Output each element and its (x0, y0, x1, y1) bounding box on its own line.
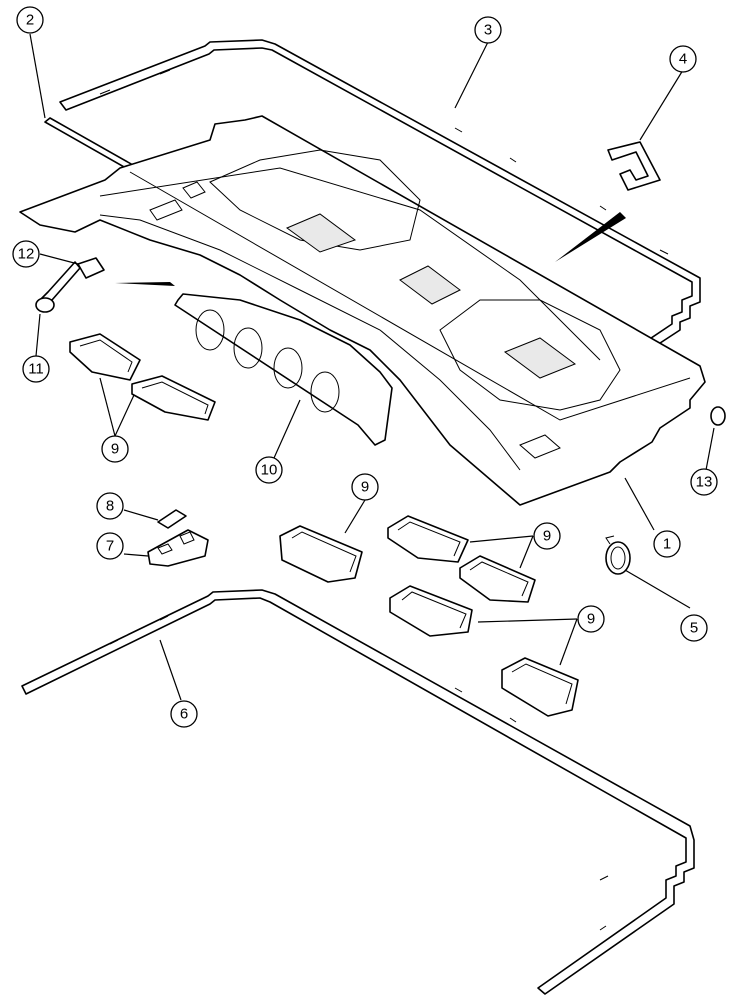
headliner-panel (19, 115, 706, 506)
callout-13-label: 13 (696, 474, 713, 491)
callout-9-left-label: 9 (111, 441, 119, 458)
pointer-arrows (115, 212, 626, 286)
callout-12-label: 12 (18, 246, 35, 263)
callout-9-center: 9 (351, 473, 379, 501)
vent-right-3 (389, 585, 473, 637)
callout-2: 2 (16, 6, 44, 34)
leader-lines (29, 33, 715, 701)
callout-13: 13 (690, 468, 718, 496)
callout-8-label: 8 (106, 498, 114, 515)
pin-part (157, 509, 187, 529)
vent-upper-left-2 (131, 375, 216, 421)
callout-4: 4 (669, 45, 697, 73)
callout-11: 11 (22, 355, 50, 383)
clamp-part (605, 535, 631, 575)
callout-11-label: 11 (28, 361, 44, 378)
callout-10-label: 10 (261, 462, 278, 479)
callout-5: 5 (680, 614, 708, 642)
vent-center (279, 525, 363, 583)
callout-5-label: 5 (690, 620, 698, 637)
callout-6: 6 (170, 700, 198, 728)
vent-right-4 (501, 657, 579, 717)
clip-part (77, 257, 105, 279)
callout-4-label: 4 (679, 51, 687, 68)
callout-7-label: 7 (106, 538, 114, 555)
callout-9-right-lower-label: 9 (587, 611, 595, 628)
callout-10: 10 (255, 456, 283, 484)
screw-part (35, 261, 81, 313)
callout-9-left: 9 (101, 435, 129, 463)
callout-1: 1 (653, 530, 681, 558)
callout-1-label: 1 (663, 536, 671, 553)
vent-right-2 (459, 555, 536, 603)
louver-panel (174, 293, 393, 446)
plug-part (710, 406, 726, 426)
callout-8: 8 (96, 492, 124, 520)
callout-12: 12 (12, 240, 40, 268)
callout-9-center-label: 9 (361, 479, 369, 496)
vent-right-1 (387, 515, 469, 563)
callout-9-right-upper-label: 9 (543, 528, 551, 545)
lower-seal-strip (21, 589, 695, 995)
callout-9-right-upper: 9 (533, 522, 561, 550)
bracket-part (607, 141, 661, 191)
callout-3: 3 (474, 16, 502, 44)
base-block-part (147, 529, 209, 567)
vent-upper-left-1 (69, 333, 141, 381)
callout-6-label: 6 (180, 706, 188, 723)
callout-9-right-lower: 9 (577, 605, 605, 633)
callout-2-label: 2 (26, 12, 34, 29)
callout-7: 7 (96, 532, 124, 560)
callout-3-label: 3 (484, 22, 492, 39)
